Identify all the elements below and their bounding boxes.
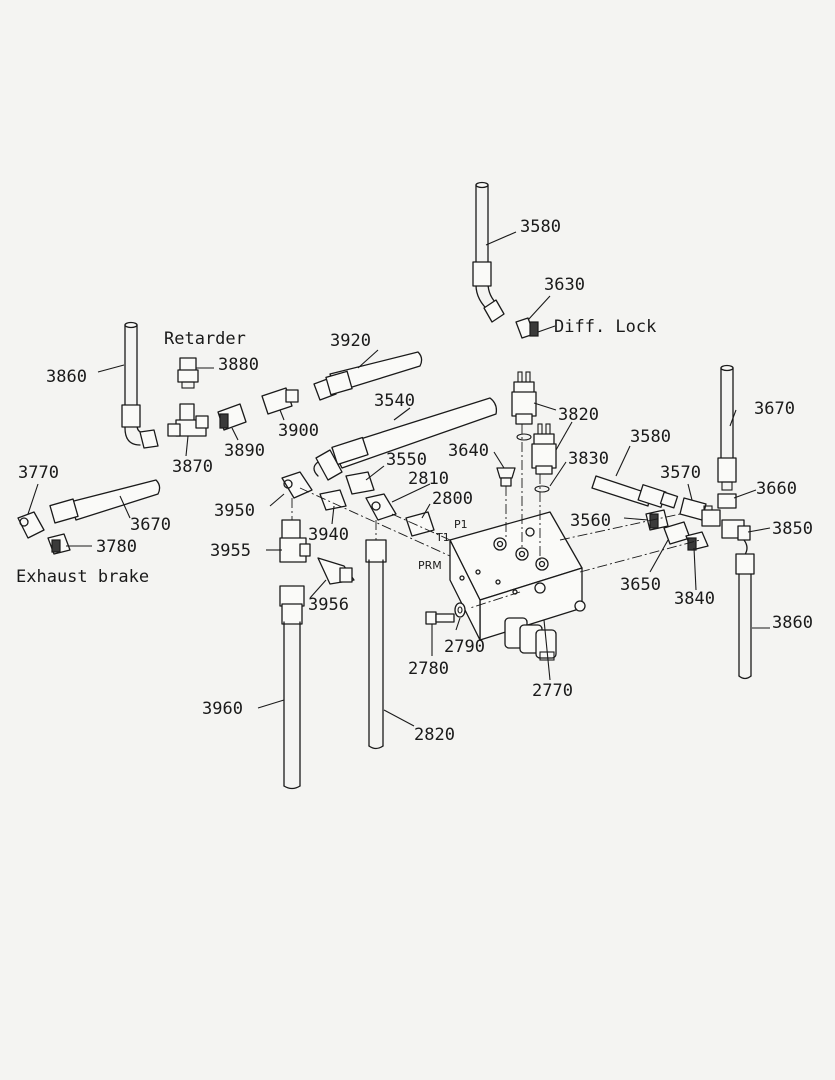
elbow-2810: [365, 493, 397, 521]
fitting-3550: [345, 471, 375, 495]
elbow-3950: [281, 471, 313, 499]
tee-3870: [167, 403, 209, 437]
tube-3860-right: [735, 539, 755, 680]
fitting-3560: [645, 509, 669, 531]
label-3670-right: 3670: [754, 399, 795, 419]
label-3960: 3960: [202, 699, 243, 719]
label-3570: 3570: [660, 463, 701, 483]
leader-lines: [27, 231, 771, 727]
label-exhaust-brake: Exhaust brake: [16, 567, 149, 587]
port-label-t1: T1: [435, 531, 450, 544]
part-labels: 3580 3630 3860 3880 3920 3540 3820 3670 …: [18, 217, 813, 745]
fitting-3940: [319, 489, 347, 511]
label-3580-top: 3580: [520, 217, 561, 237]
text-labels: Retarder Diff. Lock Exhaust brake: [16, 317, 656, 587]
port-label-p1: P1: [454, 518, 468, 531]
label-3860-right: 3860: [772, 613, 813, 633]
label-3670-left: 3670: [130, 515, 171, 535]
label-3780: 3780: [96, 537, 137, 557]
label-3550: 3550: [386, 450, 427, 470]
elbow-3770: [17, 511, 45, 539]
fitting-3780: [47, 533, 71, 555]
fitting-3660: [717, 493, 737, 509]
label-3900: 3900: [278, 421, 319, 441]
label-3640: 3640: [448, 441, 489, 461]
label-2800: 2800: [432, 489, 473, 509]
label-3560: 3560: [570, 511, 611, 531]
label-retarder: Retarder: [164, 329, 246, 349]
label-3820: 3820: [558, 405, 599, 425]
tube-3670-left: [49, 479, 161, 524]
label-diff-lock: Diff. Lock: [554, 317, 656, 337]
label-3540: 3540: [374, 391, 415, 411]
fitting-3956: [317, 557, 355, 585]
label-2780: 2780: [408, 659, 449, 679]
tube-3670-right: [717, 364, 737, 491]
label-3840: 3840: [674, 589, 715, 609]
label-3880: 3880: [218, 355, 259, 375]
tube-3920: [313, 351, 423, 401]
tube-3580-top: [472, 181, 505, 323]
label-3920: 3920: [330, 331, 371, 351]
label-3770: 3770: [18, 463, 59, 483]
fitting-3630: [515, 317, 539, 339]
tube-3580-right: [591, 475, 679, 509]
tee-3955: [279, 519, 311, 563]
label-3830: 3830: [568, 449, 609, 469]
tube-3960: [279, 585, 305, 790]
label-3950: 3950: [214, 501, 255, 521]
label-3955: 3955: [210, 541, 251, 561]
label-3850: 3850: [772, 519, 813, 539]
label-3870: 3870: [172, 457, 213, 477]
washer-2790: [454, 602, 466, 618]
tube-3540: [313, 397, 498, 481]
label-3890: 3890: [224, 441, 265, 461]
label-3660: 3660: [756, 479, 797, 499]
label-3650: 3650: [620, 575, 661, 595]
label-2790: 2790: [444, 637, 485, 657]
label-2770: 2770: [532, 681, 573, 701]
sensor-3820: [511, 371, 537, 441]
plug-3640: [496, 467, 516, 487]
label-2820: 2820: [414, 725, 455, 745]
label-3580-right: 3580: [630, 427, 671, 447]
tube-2820: [365, 539, 387, 750]
fitting-3900: [261, 387, 299, 415]
valve-block-2770: [449, 511, 586, 661]
sensor-3830: [531, 423, 557, 493]
fitting-3890: [217, 403, 247, 431]
tube-3860-left: [121, 321, 159, 449]
label-3940: 3940: [308, 525, 349, 545]
label-3956: 3956: [308, 595, 349, 615]
fitting-2800: [405, 511, 435, 537]
fitting-3880: [177, 357, 199, 389]
bolt-2780: [425, 611, 455, 625]
port-label-prm: PRM: [418, 559, 442, 572]
tee-3850: [701, 509, 751, 541]
label-2810: 2810: [408, 469, 449, 489]
port-labels: P1 T1 PRM: [418, 518, 468, 572]
centerlines: [291, 424, 701, 609]
label-3860-left: 3860: [46, 367, 87, 387]
label-3630: 3630: [544, 275, 585, 295]
